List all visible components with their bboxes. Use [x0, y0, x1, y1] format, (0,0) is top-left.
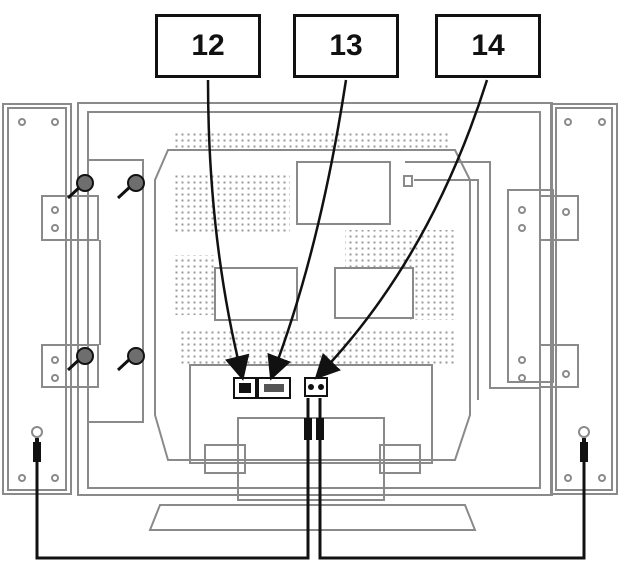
terminal-panel: [189, 364, 433, 474]
callout-box-14: 14: [435, 14, 541, 78]
callout-leaders: [206, 79, 489, 381]
connector-14: [304, 377, 328, 397]
left-wall-bracket: [41, 159, 144, 423]
bracket-screws-left: [66, 174, 145, 372]
speaker-cable-plugs: [304, 398, 324, 440]
left-speaker-jack: [31, 426, 43, 462]
leader-line-14: [314, 79, 489, 380]
right-wall-bracket: [507, 189, 579, 388]
callout-label-14: 14: [471, 29, 505, 62]
leader-line-12: [206, 79, 250, 381]
right-speaker: [550, 103, 618, 495]
connector-13: [257, 377, 291, 399]
vent-grilles: [175, 130, 455, 365]
tv-stand: [148, 417, 477, 531]
callout-box-12: 12: [155, 14, 261, 78]
callout-label-12: 12: [191, 29, 225, 62]
right-speaker-jack: [578, 426, 590, 462]
left-speaker: [2, 103, 72, 495]
callout-label-13: 13: [329, 29, 363, 62]
connector-12: [233, 377, 257, 399]
callout-box-13: 13: [293, 14, 399, 78]
right-inner-frame: [403, 161, 540, 400]
speaker-cables: [35, 440, 586, 560]
leader-line-13: [267, 79, 348, 381]
